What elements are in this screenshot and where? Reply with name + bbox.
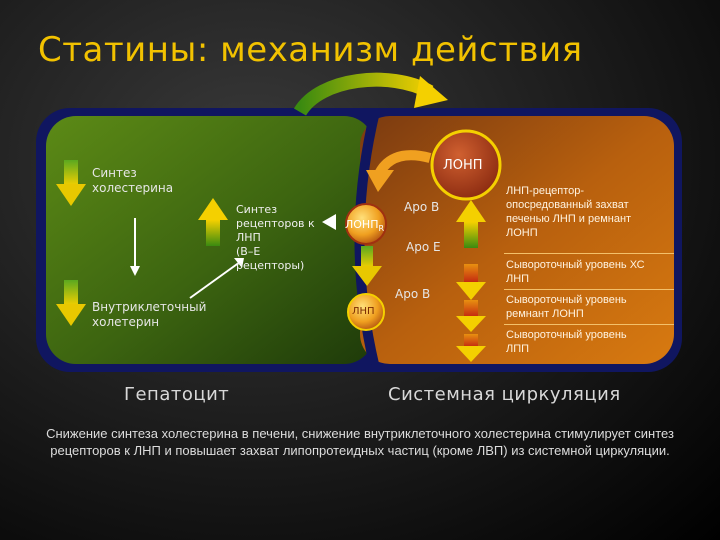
intracellular-down-arrow bbox=[56, 280, 86, 326]
idl-level-down-arrow bbox=[456, 334, 486, 362]
side-note-divider bbox=[504, 324, 674, 325]
remnant-subscript: R bbox=[378, 224, 385, 234]
apo-b-label-1: Apo B bbox=[404, 200, 440, 214]
receptor-up-arrow bbox=[198, 198, 228, 246]
caption-text: Снижение синтеза холестерина в печени, с… bbox=[46, 426, 674, 458]
small-left-arrow bbox=[322, 214, 336, 230]
remnant-level-down-arrow bbox=[456, 300, 486, 332]
vldl-remnant-particle bbox=[345, 203, 387, 245]
curved-top-arrow-head bbox=[414, 76, 448, 108]
side-note-idl-level: Сывороточный уровень ЛПП bbox=[506, 329, 627, 355]
vldl-label: ЛОНП bbox=[443, 158, 483, 173]
side-note-remnant-level: Сывороточный уровень ремнант ЛОНП bbox=[506, 294, 627, 320]
side-note-divider bbox=[504, 253, 674, 254]
ldl-label: ЛНП bbox=[352, 306, 375, 317]
curved-top-arrow bbox=[293, 72, 434, 117]
white-down-arrow bbox=[130, 218, 140, 276]
ldl-level-down-arrow bbox=[456, 264, 486, 300]
ldl-particle bbox=[347, 293, 385, 331]
uptake-up-arrow bbox=[456, 200, 486, 248]
intracellular-cholesterol-label: Внутриклеточный холетерин bbox=[92, 300, 207, 329]
synthesis-down-arrow bbox=[56, 160, 86, 206]
synthesis-cholesterol-label: Синтез холестерина bbox=[92, 166, 174, 195]
vldl-particle bbox=[430, 129, 502, 201]
white-diagonal-arrow bbox=[189, 258, 244, 299]
circulation-label: Системная циркуляция bbox=[388, 384, 621, 405]
side-note-divider bbox=[504, 289, 674, 290]
remnant-down-arrow bbox=[352, 246, 382, 286]
hepatocyte-label: Гепатоцит bbox=[124, 384, 230, 405]
side-note-uptake: ЛНП-рецептор- опосредованный захват пече… bbox=[506, 185, 632, 239]
receptor-synthesis-label: Синтез рецепторов к ЛНП (В–Е рецепторы) bbox=[236, 203, 315, 272]
side-note-ldl-level: Сывороточный уровень ХС ЛНП bbox=[506, 259, 645, 285]
apo-e-label: Apo E bbox=[406, 240, 441, 254]
slide-title: Статины: механизм действия bbox=[38, 30, 583, 70]
apo-b-label-2: Apo B bbox=[395, 287, 431, 301]
vldl-remnant-label: ЛОНПR bbox=[345, 218, 385, 234]
